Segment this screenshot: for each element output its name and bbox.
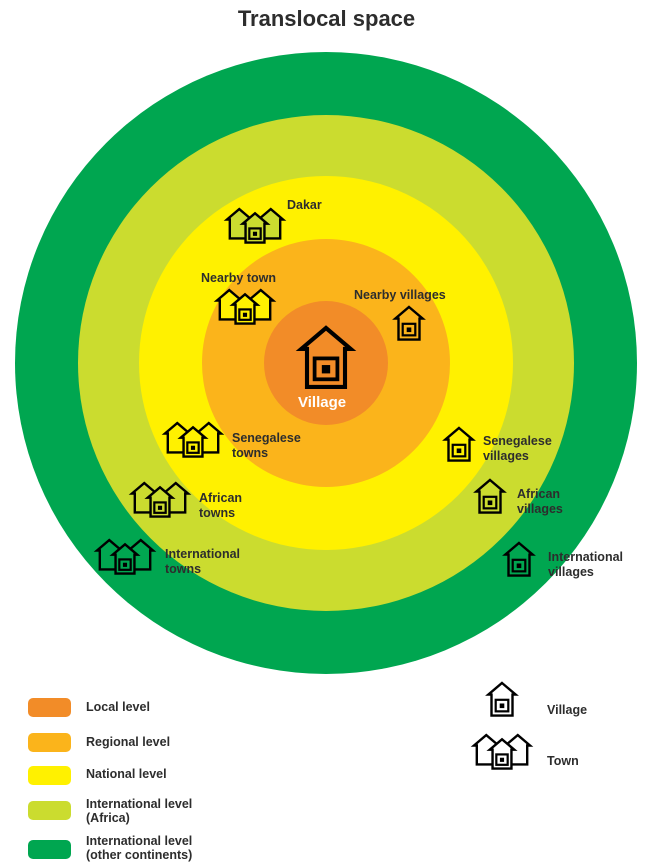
international-villages-label: International villages — [548, 550, 624, 579]
legend-label-town-icon: Town — [547, 754, 579, 768]
nearby-town-icon — [213, 288, 277, 325]
nearby-villages-icon — [392, 305, 426, 341]
senegalese-towns-icon — [161, 421, 225, 458]
international-towns-icon — [93, 538, 157, 575]
legend-swatch-national — [28, 766, 71, 785]
dakar-town-icon — [223, 207, 287, 244]
legend-swatch-regional — [28, 733, 71, 752]
nearby-villages-label: Nearby villages — [354, 288, 446, 302]
legend-swatch-africa — [28, 801, 71, 820]
african-towns-label: African towns — [199, 491, 243, 520]
african-villages-label: African villages — [517, 487, 563, 516]
diagram-title: Translocal space — [237, 6, 416, 31]
dakar-label: Dakar — [287, 198, 322, 212]
legend-label-other: International level (other continents) — [86, 834, 193, 862]
village-icon — [485, 681, 519, 717]
center-village-label: Village — [298, 394, 347, 411]
settlement-icons — [93, 207, 536, 770]
legend-swatch-other — [28, 840, 71, 859]
town-icon — [470, 733, 534, 770]
senegalese-villages-label: Senegalese villages — [483, 434, 552, 463]
legend-label-village-icon: Village — [547, 703, 588, 717]
african-towns-icon — [128, 481, 192, 518]
legend-label-national: National level — [86, 767, 167, 781]
african-villages-icon — [473, 478, 507, 514]
legend-swatch-local — [28, 698, 71, 717]
international-towns-label: International towns — [165, 547, 241, 576]
senegalese-towns-label: Senegalese towns — [232, 431, 301, 460]
senegalese-villages-icon — [442, 426, 476, 462]
nearby-town-label: Nearby town — [201, 271, 277, 285]
center-village-icon — [295, 325, 357, 389]
legend-label-africa: International level (Africa) — [86, 797, 193, 825]
legend-label-regional: Regional level — [86, 735, 171, 749]
legend-label-local: Local level — [86, 700, 150, 714]
international-villages-icon — [502, 541, 536, 577]
